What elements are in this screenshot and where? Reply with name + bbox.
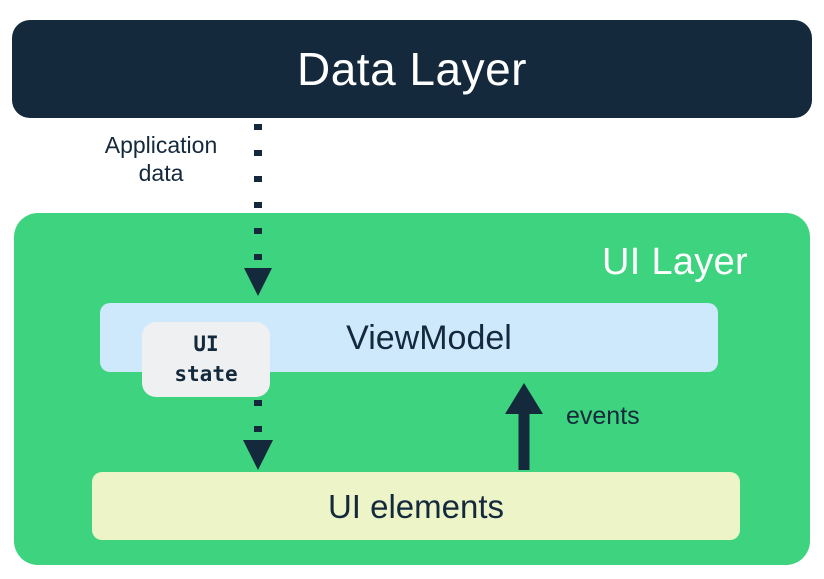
- data-layer-box: Data Layer: [12, 20, 812, 118]
- viewmodel-label: ViewModel: [346, 318, 512, 357]
- ui-layer-title: UI Layer: [601, 241, 748, 283]
- ui-state-line-1: UI: [193, 332, 219, 357]
- application-data-label: Application data: [78, 131, 244, 187]
- application-data-line-2: data: [138, 160, 184, 187]
- ui-elements-label: UI elements: [327, 487, 505, 525]
- application-data-line-1: Application: [104, 132, 218, 158]
- ui-elements-box: UI elements: [92, 472, 740, 540]
- ui-state-chip: UI state: [142, 322, 270, 397]
- ui-state-line-2: state: [174, 361, 238, 386]
- data-layer-title: Data Layer: [296, 43, 527, 95]
- events-label: events: [566, 402, 640, 430]
